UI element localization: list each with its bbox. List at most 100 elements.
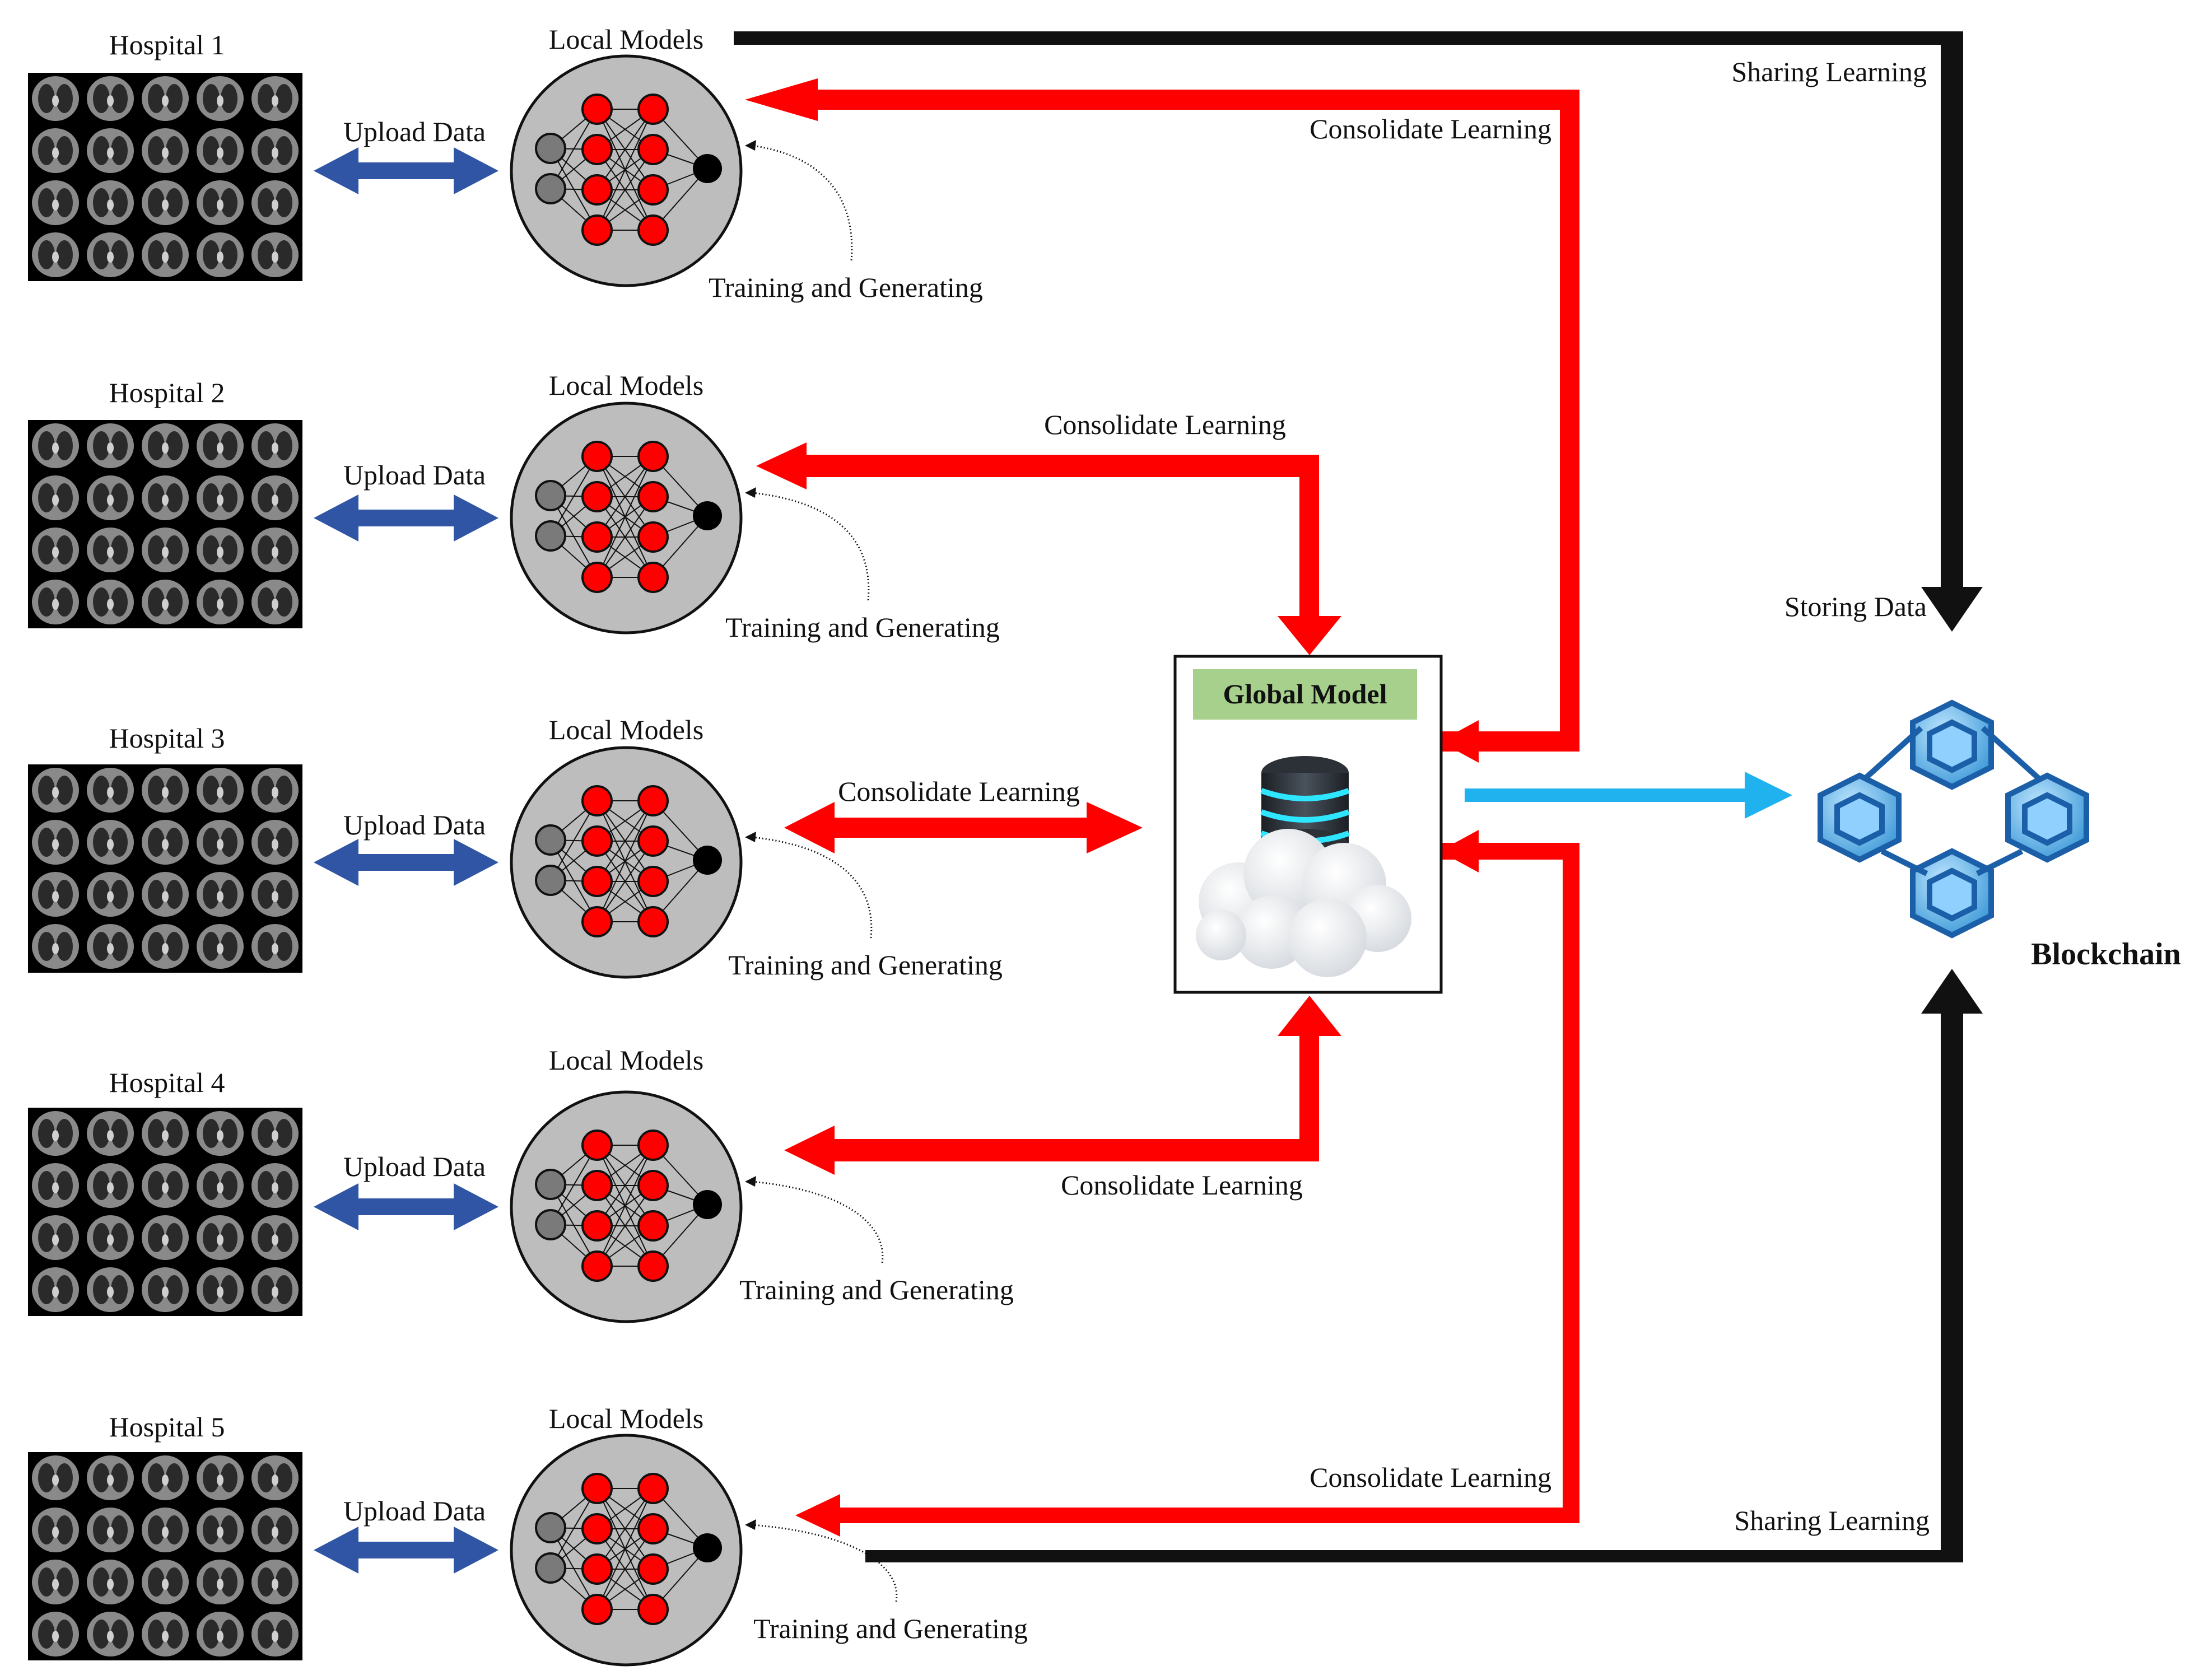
hidden-neuron — [581, 521, 613, 553]
global-to-blockchain-arrow — [1465, 772, 1792, 819]
ct-slice — [32, 924, 79, 969]
training-pointer — [752, 1180, 884, 1263]
blockchain-icon — [1818, 699, 2089, 939]
ct-slice — [142, 924, 189, 969]
ct-slice — [197, 924, 244, 969]
input-neuron — [535, 824, 566, 856]
ct-slice — [197, 475, 244, 520]
hidden-neuron — [637, 1473, 669, 1504]
hidden-neuron — [637, 1210, 669, 1242]
ct-slice — [142, 768, 189, 813]
hospital-name: Hospital 3 — [109, 722, 225, 754]
local-model-network — [510, 402, 743, 634]
input-neuron — [535, 1552, 566, 1584]
hidden-neuron — [581, 134, 613, 165]
hidden-neuron — [581, 214, 613, 246]
hidden-neuron — [637, 1250, 669, 1282]
ct-slice — [142, 820, 189, 865]
global-model-box: Global Model — [1173, 655, 1443, 994]
ct-slice — [32, 1163, 79, 1208]
training-generating-label: Training and Generating — [728, 949, 1003, 981]
hidden-neuron — [581, 562, 613, 593]
consolidate-label-5: Consolidate Learning — [1310, 1462, 1551, 1493]
arrow-into-global-upper — [1439, 720, 1479, 763]
ct-slice — [32, 1612, 79, 1656]
ct-slice — [251, 528, 299, 572]
local-model-network — [510, 746, 743, 979]
upload-double-arrow — [314, 494, 498, 542]
arrow-into-global-lower — [1439, 830, 1479, 872]
hidden-neuron — [637, 1130, 669, 1161]
local-models-label: Local Models — [549, 1044, 703, 1076]
hidden-neuron — [581, 1170, 613, 1201]
training-generating-label: Training and Generating — [753, 1613, 1028, 1644]
ct-slice — [251, 128, 299, 173]
ct-slice — [32, 528, 79, 572]
hospital-name: Hospital 1 — [109, 29, 225, 60]
hidden-neuron — [581, 1473, 613, 1504]
hidden-neuron — [581, 1210, 613, 1242]
ct-slice — [251, 423, 299, 468]
ct-slice — [32, 1111, 79, 1156]
hidden-neuron — [581, 866, 613, 897]
hidden-neuron — [637, 906, 669, 937]
ct-slice — [87, 1111, 134, 1156]
ct-slice — [142, 232, 189, 277]
hidden-neuron — [581, 1250, 613, 1282]
ct-slice — [32, 232, 79, 277]
hidden-neuron — [637, 134, 669, 165]
input-neuron — [535, 480, 566, 511]
hidden-neuron — [637, 1170, 669, 1201]
ct-slice — [251, 232, 299, 277]
ct-slice — [32, 580, 79, 624]
ct-slice — [87, 768, 134, 813]
ct-slice — [142, 1163, 189, 1208]
ct-slice — [197, 76, 244, 121]
input-neuron — [535, 1169, 566, 1200]
hidden-neuron — [637, 866, 669, 897]
consolidate-label-1: Consolidate Learning — [1310, 113, 1551, 144]
consolidate-arrow-3 — [784, 802, 1143, 853]
upload-data-label: Upload Data — [343, 1495, 486, 1527]
hidden-neuron — [637, 1553, 669, 1585]
sharing-label-bottom: Sharing Learning — [1734, 1505, 1930, 1536]
ct-scan-grid — [28, 73, 302, 281]
global-model-label: Global Model — [1223, 678, 1387, 710]
ct-slice — [197, 1111, 244, 1156]
ct-slice — [87, 580, 134, 624]
training-pointer-head — [745, 832, 756, 842]
consolidate-label-4: Consolidate Learning — [1061, 1169, 1303, 1201]
upload-double-arrow — [314, 1527, 498, 1574]
ct-slice — [251, 1111, 299, 1156]
ct-slice — [197, 1612, 244, 1656]
hidden-neuron — [637, 174, 669, 206]
ct-slice — [87, 1560, 134, 1604]
ct-slice — [87, 180, 134, 225]
training-pointer-head — [745, 487, 756, 498]
ct-slice — [197, 1560, 244, 1604]
consolidate-arrow-2 — [756, 442, 1341, 655]
ct-slice — [142, 1455, 189, 1500]
upload-double-arrow — [314, 1183, 498, 1230]
training-generating-label: Training and Generating — [725, 612, 1000, 643]
training-pointer — [752, 492, 870, 601]
consolidate-label-3: Consolidate Learning — [838, 776, 1080, 807]
hidden-neuron — [581, 481, 613, 512]
blockchain-cube-right — [2005, 772, 2089, 863]
ct-slice — [142, 1612, 189, 1656]
blockchain-cube-bottom — [1910, 848, 1994, 939]
ct-slice — [142, 1215, 189, 1260]
ct-slice — [251, 1455, 299, 1500]
ct-slice — [142, 1111, 189, 1156]
ct-slice — [87, 1612, 134, 1656]
hidden-neuron — [637, 94, 669, 125]
ct-slice — [87, 128, 134, 173]
ct-slice — [251, 820, 299, 865]
ct-slice — [197, 1163, 244, 1208]
hidden-neuron — [581, 1553, 613, 1585]
training-pointer-head — [745, 1176, 756, 1187]
hidden-neuron — [581, 441, 613, 472]
